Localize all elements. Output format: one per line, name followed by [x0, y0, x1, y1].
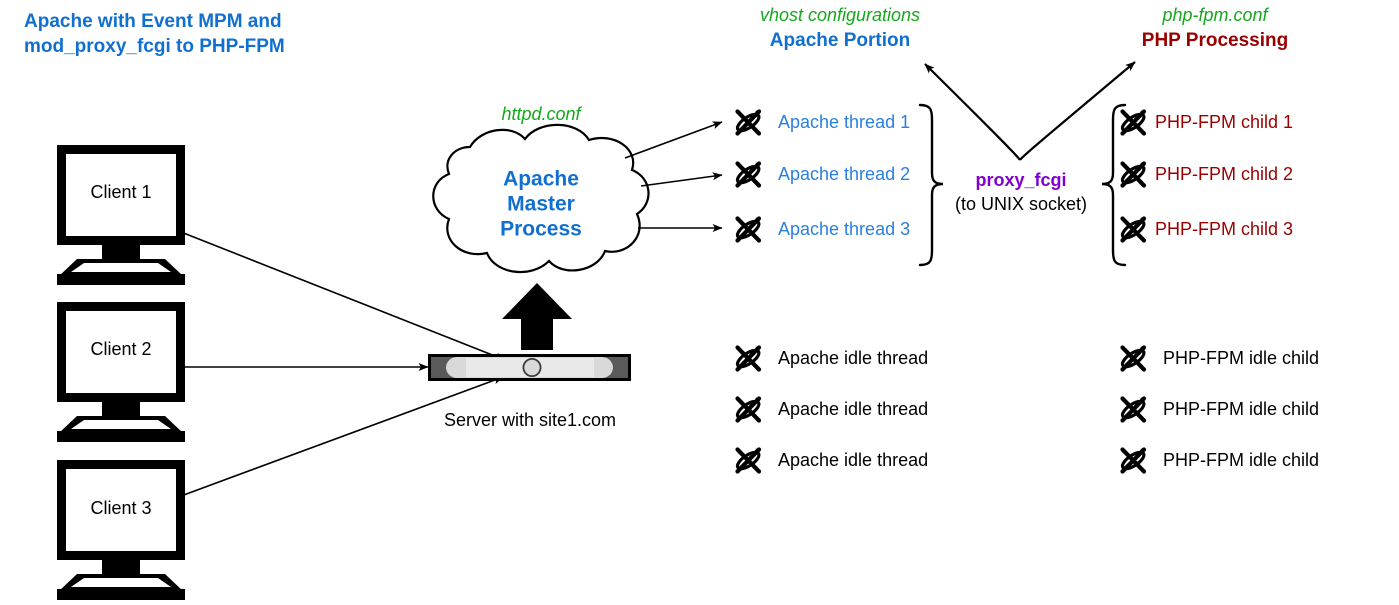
page-title-line1: Apache with Event MPM and — [24, 11, 282, 32]
client-2-label: Client 2 — [90, 339, 151, 359]
list-item: Apache idle thread — [735, 398, 928, 421]
list-item: PHP-FPM child 2 — [1120, 163, 1293, 186]
php-idle-child-3-label: PHP-FPM idle child — [1163, 450, 1319, 470]
apache-idle-thread-list: Apache idle thread Apache idle thread Ap… — [735, 347, 928, 472]
php-child-1-label: PHP-FPM child 1 — [1155, 112, 1293, 132]
cloud-label-line1: Apache — [503, 168, 579, 191]
list-item: Apache idle thread — [735, 347, 928, 370]
cloud-label-line3: Process — [500, 218, 582, 241]
thread-spool-icon — [735, 218, 761, 241]
server-appliance — [428, 354, 631, 381]
apache-thread-list: Apache thread 1 Apache thread 2 Apache t… — [735, 111, 910, 241]
cloud-config-label: httpd.conf — [501, 104, 582, 124]
thread-spool-icon — [1120, 163, 1146, 186]
apache-idle-thread-2-label: Apache idle thread — [778, 399, 928, 419]
thread-spool-icon — [735, 398, 761, 421]
thread-spool-icon — [1120, 347, 1146, 370]
php-idle-child-2-label: PHP-FPM idle child — [1163, 399, 1319, 419]
list-item: PHP-FPM child 1 — [1120, 111, 1293, 134]
thread-spool-icon — [735, 163, 761, 186]
list-item: Apache thread 1 — [735, 111, 910, 134]
php-idle-child-1-label: PHP-FPM idle child — [1163, 348, 1319, 368]
client-1: Client 1 — [57, 145, 185, 285]
php-children-brace — [1101, 103, 1127, 267]
client-3-label: Client 3 — [90, 498, 151, 518]
php-processing-heading: PHP Processing — [1142, 30, 1288, 51]
php-child-3-label: PHP-FPM child 3 — [1155, 219, 1293, 239]
apache-idle-thread-3-label: Apache idle thread — [778, 450, 928, 470]
php-child-2-label: PHP-FPM child 2 — [1155, 164, 1293, 184]
server-caption: Server with site1.com — [444, 410, 616, 430]
apache-thread-3-label: Apache thread 3 — [778, 219, 910, 239]
section-pointer-arrows — [924, 61, 1136, 161]
apache-master-process-cloud: Apache Master Process — [432, 123, 650, 274]
thread-spool-icon — [1120, 111, 1146, 134]
cloud-to-threads-arrows — [624, 121, 723, 232]
thread-spool-icon — [735, 111, 761, 134]
thread-spool-icon — [735, 347, 761, 370]
proxy-fcgi-label: proxy_fcgi — [975, 170, 1066, 190]
cloud-label-line2: Master — [507, 193, 575, 216]
apache-threads-brace — [918, 103, 944, 267]
apache-portion-heading: Apache Portion — [770, 30, 910, 51]
list-item: PHP-FPM idle child — [1120, 449, 1319, 472]
apache-thread-1-label: Apache thread 1 — [778, 112, 910, 132]
php-idle-child-list: PHP-FPM idle child PHP-FPM idle child PH… — [1120, 347, 1319, 472]
list-item: PHP-FPM idle child — [1120, 398, 1319, 421]
server-to-cloud-arrow — [502, 283, 572, 350]
apache-thread-2-label: Apache thread 2 — [778, 164, 910, 184]
list-item: Apache thread 2 — [735, 163, 910, 186]
list-item: Apache idle thread — [735, 449, 928, 472]
thread-spool-icon — [1120, 449, 1146, 472]
thread-spool-icon — [735, 449, 761, 472]
client-to-server-arrows — [180, 231, 506, 497]
client-2: Client 2 — [57, 302, 185, 442]
php-processing-config-label: php-fpm.conf — [1161, 5, 1269, 25]
thread-spool-icon — [1120, 398, 1146, 421]
list-item: PHP-FPM idle child — [1120, 347, 1319, 370]
client-3: Client 3 — [57, 460, 185, 600]
list-item: Apache thread 3 — [735, 218, 910, 241]
client-1-label: Client 1 — [90, 182, 151, 202]
thread-spool-icon — [1120, 218, 1146, 241]
page-title-line2: mod_proxy_fcgi to PHP-FPM — [24, 36, 285, 57]
proxy-fcgi-detail: (to UNIX socket) — [955, 194, 1087, 214]
php-child-list: PHP-FPM child 1 PHP-FPM child 2 PHP-FPM … — [1120, 111, 1293, 241]
list-item: PHP-FPM child 3 — [1120, 218, 1293, 241]
apache-portion-config-label: vhost configurations — [760, 5, 920, 25]
apache-idle-thread-1-label: Apache idle thread — [778, 348, 928, 368]
